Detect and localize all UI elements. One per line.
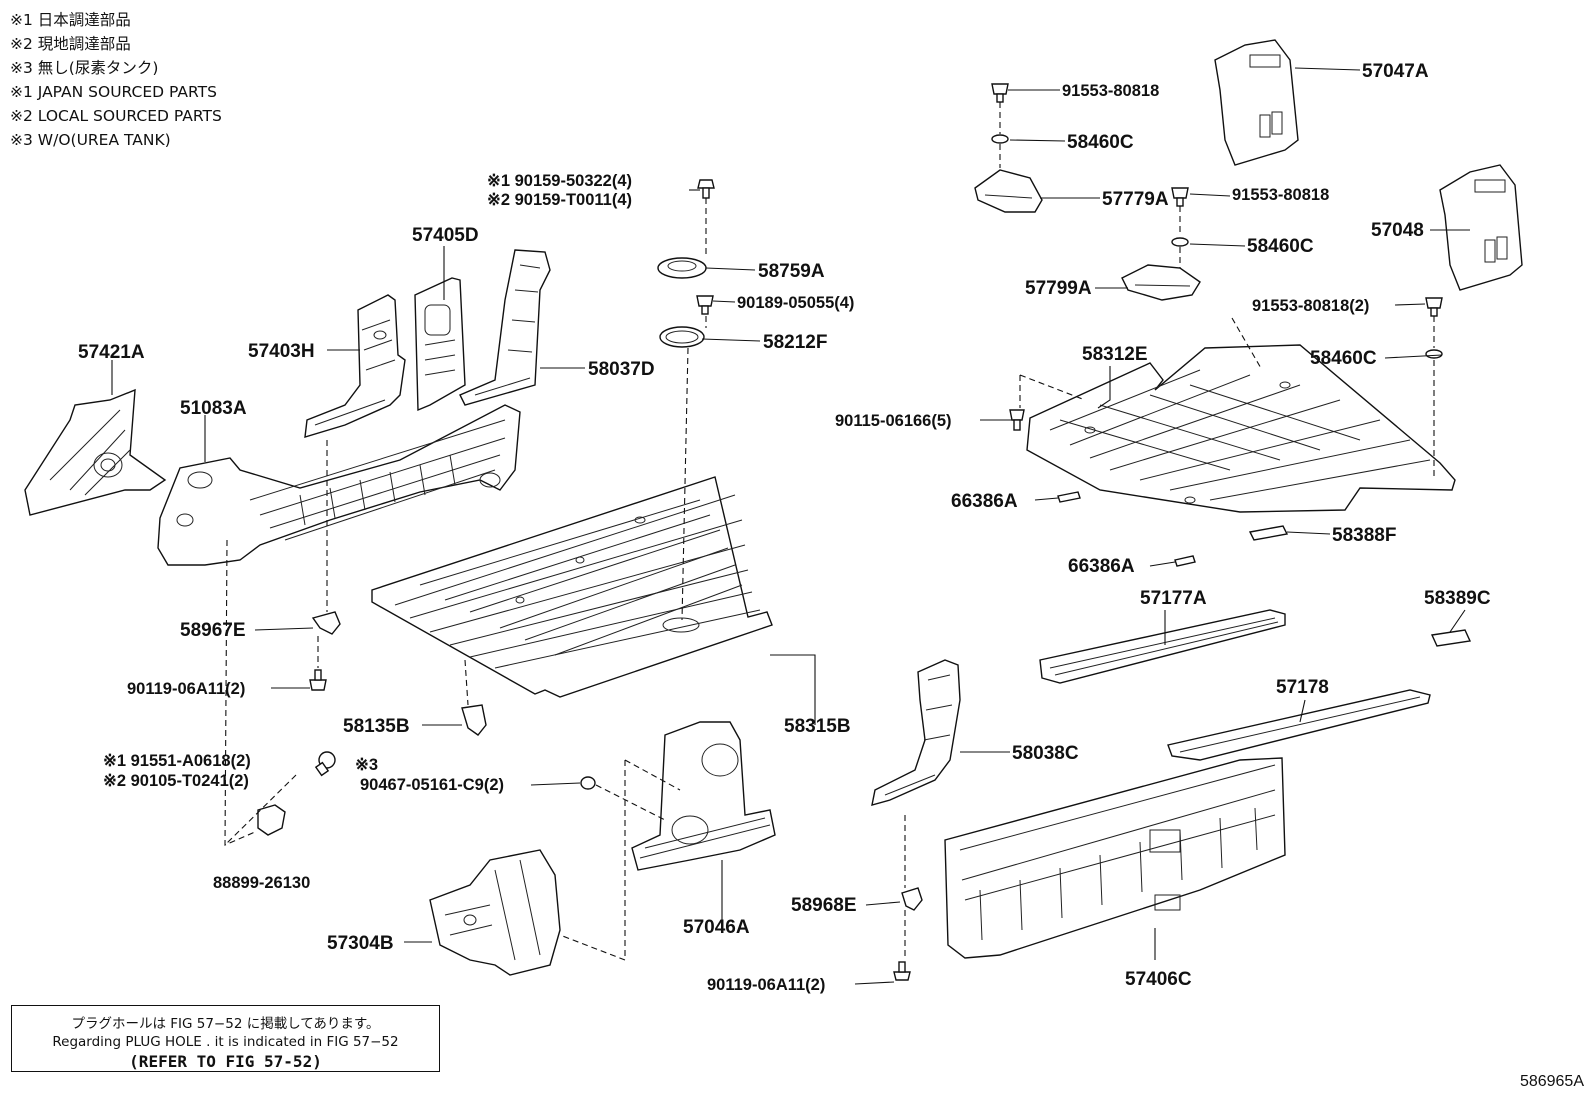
label-58389c[interactable]: 58389C (1424, 588, 1491, 609)
rocker-panel-57406c[interactable] (944, 757, 1286, 959)
sill-57178[interactable] (1167, 689, 1431, 761)
legend-line: ※1 JAPAN SOURCED PARTS (10, 83, 217, 101)
clip-90467-05161[interactable] (580, 776, 596, 790)
note-line-refer[interactable]: (REFER TO FIG 57-52) (129, 1052, 322, 1071)
label-66386a-b[interactable]: 66386A (1068, 556, 1135, 577)
clip-66386a-a[interactable] (1057, 491, 1081, 503)
reference-note: プラグホールは FIG 57−52 に掲載してあります。 Regarding P… (11, 1005, 440, 1072)
label-90467-05161-c9-2[interactable]: 90467-05161-C9(2) (360, 776, 504, 794)
panel-57046a[interactable] (631, 721, 776, 871)
legend-line: ※3 無し(尿素タンク) (10, 59, 159, 77)
legend-line: ※3 W/O(UREA TANK) (10, 131, 171, 149)
bolt-90119-06a11-a[interactable] (309, 669, 327, 691)
pillar-57403h[interactable] (304, 294, 406, 438)
bolt-90189-05055[interactable] (696, 295, 714, 315)
bolt-91553-80818-2[interactable] (1425, 297, 1443, 317)
callout-labels: 57047A 91553-80818 58460C 57779A 91553-8… (78, 61, 1491, 994)
label-57046a[interactable]: 57046A (683, 917, 750, 938)
legend: ※1 日本調達部品 ※2 現地調達部品 ※3 無し(尿素タンク) ※1 JAPA… (10, 8, 222, 152)
bracket-57779a[interactable] (974, 169, 1043, 213)
label-90159-t0011-4[interactable]: ※2 90159-T0011(4) (487, 191, 632, 209)
sill-57177a[interactable] (1039, 609, 1286, 684)
panel-57304b[interactable] (429, 849, 561, 976)
label-57304b[interactable]: 57304B (327, 933, 394, 954)
bolt-90159[interactable] (697, 179, 715, 199)
nut-58460c-a[interactable] (991, 134, 1009, 144)
plate-58389c[interactable] (1430, 629, 1472, 647)
label-90119-06a11-2-b[interactable]: 90119-06A11(2) (707, 976, 825, 994)
label-58460c-b[interactable]: 58460C (1247, 236, 1314, 257)
bracket-58135b[interactable] (461, 704, 487, 736)
note-line-jp: プラグホールは FIG 57−52 に掲載してあります。 (71, 1016, 380, 1032)
label-90119-06a11-2-a[interactable]: 90119-06A11(2) (127, 680, 245, 698)
bracket-58968e[interactable] (901, 887, 923, 911)
label-51083a[interactable]: 51083A (180, 398, 247, 419)
bracket-57799a[interactable] (1121, 264, 1201, 301)
label-57405d[interactable]: 57405D (412, 225, 479, 246)
label-58388f[interactable]: 58388F (1332, 525, 1396, 546)
label-90189-05055-4[interactable]: 90189-05055(4) (737, 294, 854, 312)
label-57421a[interactable]: 57421A (78, 342, 145, 363)
label-57779a[interactable]: 57779A (1102, 189, 1169, 210)
label-57178[interactable]: 57178 (1276, 677, 1329, 698)
nut-58460c-c[interactable] (1425, 349, 1443, 359)
bracket-58967e[interactable] (311, 611, 341, 635)
label-57048[interactable]: 57048 (1371, 220, 1424, 241)
nut-58460c-b[interactable] (1171, 237, 1189, 247)
note-line-en: Regarding PLUG HOLE . it is indicated in… (52, 1034, 399, 1050)
bolt-91553-80818-b[interactable] (1171, 187, 1189, 207)
legend-line: ※1 日本調達部品 (10, 11, 131, 29)
assembly-lines (224, 102, 1435, 961)
label-91553-80818-2[interactable]: 91553-80818(2) (1252, 297, 1369, 315)
label-58460c-c[interactable]: 58460C (1310, 348, 1377, 369)
label-91553-80818-b[interactable]: 91553-80818 (1232, 186, 1329, 204)
plate-58388f[interactable] (1248, 525, 1289, 541)
label-58968e[interactable]: 58968E (791, 895, 857, 916)
plug-88899-26130[interactable] (257, 804, 286, 836)
diagram-code: 586965A (1519, 1073, 1584, 1090)
label-58212f[interactable]: 58212F (763, 332, 827, 353)
label-57799a[interactable]: 57799A (1025, 278, 1092, 299)
gasket-58212f[interactable] (659, 326, 705, 348)
label-91551-a0618-2[interactable]: ※1 91551-A0618(2) (103, 752, 251, 770)
label-58967e[interactable]: 58967E (180, 620, 246, 641)
label-91553-80818-a[interactable]: 91553-80818 (1062, 82, 1159, 100)
label-57403h[interactable]: 57403H (248, 341, 315, 362)
panel-57421a[interactable] (24, 388, 167, 516)
bracket-57047a[interactable] (1214, 39, 1299, 166)
label-58037d[interactable]: 58037D (588, 359, 655, 380)
legend-line: ※2 現地調達部品 (10, 35, 131, 53)
label-57177a[interactable]: 57177A (1140, 588, 1207, 609)
rear-floor-pan-58312e[interactable] (1026, 344, 1456, 513)
label-90115-06166-5[interactable]: 90115-06166(5) (835, 412, 952, 430)
leader-lines (111, 67, 1470, 985)
bolt-90115-06166[interactable] (1009, 409, 1025, 431)
side-member-51083a[interactable] (157, 404, 521, 566)
bolt-90119-06a11-b[interactable] (893, 961, 911, 981)
label-58038c[interactable]: 58038C (1012, 743, 1079, 764)
floor-pan-58315b[interactable] (371, 476, 773, 698)
label-58315b[interactable]: 58315B (784, 716, 851, 737)
label-58135b[interactable]: 58135B (343, 716, 410, 737)
bracket-57048[interactable] (1439, 164, 1523, 291)
plug-58759a[interactable] (657, 257, 707, 279)
panel-57405d[interactable] (414, 277, 466, 412)
bolt-91551-a0618[interactable] (314, 751, 336, 777)
label-58312e[interactable]: 58312E (1082, 344, 1148, 365)
bolt-91553-80818-a[interactable] (991, 83, 1009, 103)
label-58460c-a[interactable]: 58460C (1067, 132, 1134, 153)
label-66386a-a[interactable]: 66386A (951, 491, 1018, 512)
pillar-58038c[interactable] (871, 659, 961, 806)
label-58759a[interactable]: 58759A (758, 261, 825, 282)
pillar-58037d[interactable] (459, 249, 551, 406)
label-57406c[interactable]: 57406C (1125, 969, 1192, 990)
label-88899-26130[interactable]: 88899-26130 (213, 874, 310, 892)
label-3-mark: ※3 (355, 756, 378, 774)
label-90159-50322-4[interactable]: ※1 90159-50322(4) (487, 172, 632, 190)
legend-line: ※2 LOCAL SOURCED PARTS (10, 107, 222, 125)
label-90105-t0241-2[interactable]: ※2 90105-T0241(2) (103, 772, 249, 790)
label-57047a[interactable]: 57047A (1362, 61, 1429, 82)
clip-66386a-b[interactable] (1174, 555, 1196, 567)
